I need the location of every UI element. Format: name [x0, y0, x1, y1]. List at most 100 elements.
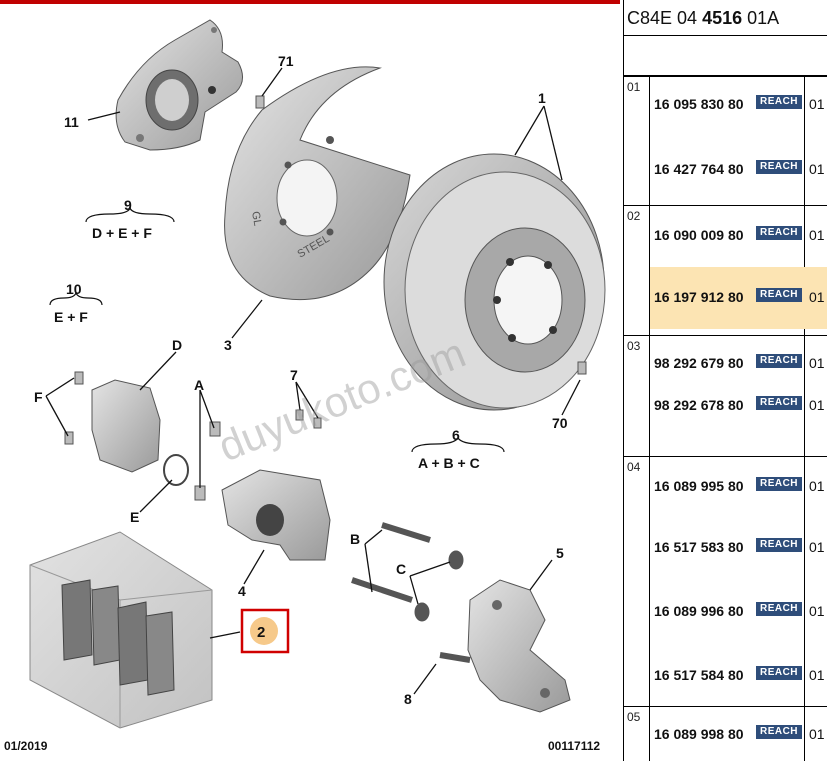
- group-number: 02: [627, 209, 641, 223]
- callout-C[interactable]: C: [396, 561, 406, 577]
- exploded-brake-diagram: STEEL GL: [4, 19, 606, 753]
- part-reference[interactable]: 98 292 678 80: [654, 397, 744, 413]
- code-suffix: 01A: [747, 8, 780, 28]
- column-divider: [804, 75, 805, 761]
- o-ring-part-E: [163, 454, 189, 486]
- group-separator: [623, 706, 827, 707]
- callout-70[interactable]: 70: [552, 415, 568, 431]
- part-suffix: 01: [809, 603, 825, 619]
- part-suffix: 01: [809, 539, 825, 555]
- kit-10-contents: E + F: [54, 309, 88, 325]
- part-reference[interactable]: 16 427 764 80: [654, 161, 744, 177]
- reach-badge[interactable]: REACH: [756, 396, 802, 410]
- part-reference[interactable]: 16 089 996 80: [654, 603, 744, 619]
- group-separator: [623, 76, 827, 77]
- footer-date: 01/2019: [4, 739, 48, 753]
- panel-border-left: [623, 0, 624, 761]
- reach-badge[interactable]: REACH: [756, 354, 802, 368]
- watermark: duyukoto.com: [212, 329, 472, 471]
- reach-badge[interactable]: REACH: [756, 725, 802, 739]
- code-bold: 4516: [702, 8, 743, 28]
- callout-2[interactable]: 2: [257, 624, 265, 641]
- brake-pad-kit-part-2: [29, 531, 213, 729]
- callout-4[interactable]: 4: [238, 583, 246, 599]
- part-reference[interactable]: 16 517 583 80: [654, 539, 744, 555]
- part-ref-row[interactable]: 16 517 584 80 REACH 01: [650, 666, 827, 686]
- reach-badge[interactable]: REACH: [756, 538, 802, 552]
- caliper-housing-part-D: [91, 379, 161, 473]
- reach-badge[interactable]: REACH: [756, 288, 802, 302]
- part-suffix: 01: [809, 289, 825, 305]
- caliper-carrier-part-5: [467, 579, 571, 713]
- group-separator: [623, 335, 827, 336]
- kit-braces: [49, 206, 505, 453]
- kit-6-contents: A + B + C: [418, 455, 480, 471]
- column-divider: [649, 75, 650, 761]
- dust-shield-part-3: STEEL GL: [224, 66, 411, 301]
- part-reference[interactable]: 16 197 912 80: [654, 289, 744, 305]
- part-reference[interactable]: 16 517 584 80: [654, 667, 744, 683]
- group-separator: [623, 205, 827, 206]
- callout-5[interactable]: 5: [556, 545, 564, 561]
- part-ref-row[interactable]: 16 089 998 80 REACH 01: [650, 725, 827, 745]
- reach-badge[interactable]: REACH: [756, 95, 802, 109]
- reach-badge[interactable]: REACH: [756, 602, 802, 616]
- part-ref-row[interactable]: 16 197 912 80 REACH 01: [650, 288, 827, 308]
- reach-badge[interactable]: REACH: [756, 226, 802, 240]
- part-reference[interactable]: 16 089 995 80: [654, 478, 744, 494]
- part-ref-row[interactable]: 16 095 830 80 REACH 01: [650, 95, 827, 115]
- part-ref-row[interactable]: 16 517 583 80 REACH 01: [650, 538, 827, 558]
- reach-badge[interactable]: REACH: [756, 160, 802, 174]
- callout-F[interactable]: F: [34, 389, 43, 405]
- group-separator: [623, 456, 827, 457]
- gl-stamp: GL: [249, 210, 263, 227]
- part-ref-row[interactable]: 98 292 678 80 REACH 01: [650, 396, 827, 416]
- callout-D[interactable]: D: [172, 337, 182, 353]
- part-reference[interactable]: 98 292 679 80: [654, 355, 744, 371]
- callout-E[interactable]: E: [130, 509, 139, 525]
- part-reference[interactable]: 16 089 998 80: [654, 726, 744, 742]
- part-suffix: 01: [809, 397, 825, 413]
- part-suffix: 01: [809, 667, 825, 683]
- group-number: 05: [627, 710, 641, 724]
- divider: [623, 35, 827, 36]
- callout-3[interactable]: 3: [224, 337, 232, 353]
- part-suffix: 01: [809, 227, 825, 243]
- part-reference[interactable]: 16 090 009 80: [654, 227, 744, 243]
- callout-B[interactable]: B: [350, 531, 360, 547]
- part-suffix: 01: [809, 726, 825, 742]
- kit-9-contents: D + E + F: [92, 225, 152, 241]
- part-ref-row[interactable]: 16 090 009 80 REACH 01: [650, 226, 827, 246]
- callout-8[interactable]: 8: [404, 691, 412, 707]
- part-suffix: 01: [809, 96, 825, 112]
- callout-11[interactable]: 11: [64, 114, 79, 130]
- leader-lines: [45, 67, 581, 695]
- part-reference[interactable]: 16 095 830 80: [654, 96, 744, 112]
- fasteners: [64, 95, 587, 663]
- callout-6[interactable]: 6: [452, 427, 460, 443]
- knuckle-part-11: [115, 19, 243, 151]
- reach-badge[interactable]: REACH: [756, 477, 802, 491]
- part-ref-row[interactable]: 16 427 764 80 REACH 01: [650, 160, 827, 180]
- group-number: 03: [627, 339, 641, 353]
- part-ref-row[interactable]: 16 089 996 80 REACH 01: [650, 602, 827, 622]
- callout-A[interactable]: A: [194, 377, 204, 393]
- callout-9[interactable]: 9: [124, 197, 132, 213]
- callout-2-highlight[interactable]: 2: [240, 608, 290, 654]
- callout-71[interactable]: 71: [278, 53, 294, 69]
- footer-number: 00117112: [548, 739, 600, 753]
- group-number: 01: [627, 80, 641, 94]
- callout-10[interactable]: 10: [66, 281, 82, 297]
- reach-badge[interactable]: REACH: [756, 666, 802, 680]
- part-suffix: 01: [809, 478, 825, 494]
- code-prefix: C84E 04: [627, 8, 698, 28]
- brake-disc-part-1: [383, 153, 606, 411]
- part-suffix: 01: [809, 161, 825, 177]
- part-ref-row[interactable]: 16 089 995 80 REACH 01: [650, 477, 827, 497]
- callout-7[interactable]: 7: [290, 367, 298, 383]
- group-number: 04: [627, 460, 641, 474]
- callout-1[interactable]: 1: [538, 90, 546, 106]
- diagram-code-header: C84E 04 4516 01A: [627, 0, 827, 36]
